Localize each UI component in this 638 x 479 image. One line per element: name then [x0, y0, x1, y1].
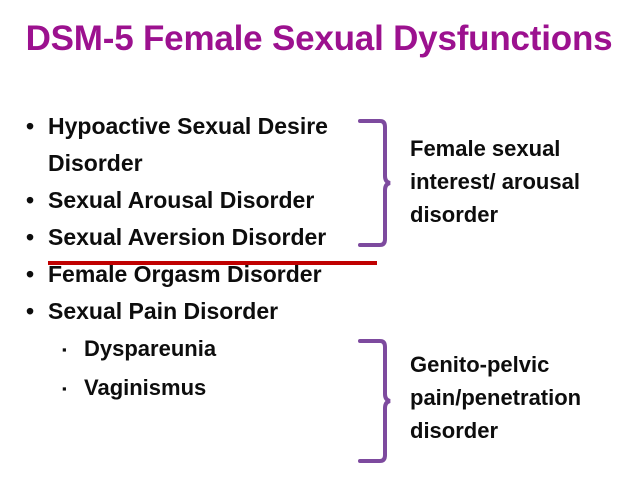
bullet-dot-icon: • — [26, 298, 35, 324]
label-genito-pelvic-pain-penetration-disorder: Genito-pelvic pain/penetration disorder — [410, 352, 582, 443]
list-item: • Sexual Arousal Disorder — [26, 182, 376, 219]
bullet-square-icon: ▪ — [62, 381, 67, 396]
list-item: • Hypoactive Sexual Desire Disorder — [26, 108, 376, 182]
list-item: ▪ Vaginismus — [62, 369, 376, 408]
list-item-struck: • Sexual Aversion Disorder — [26, 219, 376, 256]
bullet-dot-icon: • — [26, 261, 35, 287]
list-item-label: Hypoactive Sexual Desire Disorder — [48, 113, 328, 176]
brace-bottom-icon — [358, 339, 391, 463]
label-female-sexual-interest-arousal-disorder: Female sexual interest/ arousal disorder — [410, 136, 580, 227]
list-item-label: Sexual Aversion Disorder — [48, 224, 327, 250]
list-item-label: Sexual Pain Disorder — [48, 298, 279, 324]
list-item: ▪ Dyspareunia — [62, 330, 376, 369]
bullet-dot-icon: • — [26, 187, 35, 213]
dysfunction-list: • Hypoactive Sexual Desire Disorder • Se… — [26, 108, 376, 408]
page-title: DSM-5 Female Sexual Dysfunctions — [25, 19, 613, 58]
bullet-dot-icon: • — [26, 113, 35, 139]
list-item-label: Vaginismus — [84, 375, 207, 400]
strikethrough-line — [48, 261, 377, 265]
list-item-label: Dyspareunia — [84, 336, 217, 361]
list-item-label: Sexual Arousal Disorder — [48, 187, 315, 213]
list-item: • Sexual Pain Disorder — [26, 293, 376, 330]
bullet-dot-icon: • — [26, 224, 35, 250]
list-item: • Female Orgasm Disorder — [26, 256, 376, 293]
brace-top-icon — [358, 119, 391, 247]
bullet-square-icon: ▪ — [62, 342, 67, 357]
list-item-label: Female Orgasm Disorder — [48, 261, 322, 287]
